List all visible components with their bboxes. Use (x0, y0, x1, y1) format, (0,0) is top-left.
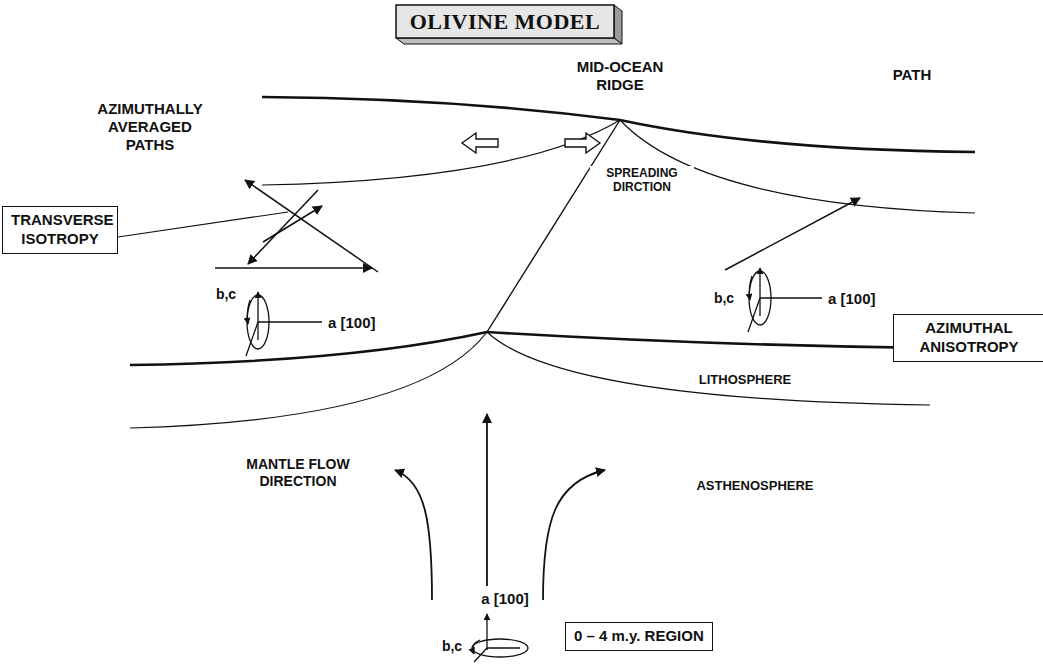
rotation-arrow (749, 276, 752, 300)
mantle-flow-arrows (395, 414, 605, 600)
axis-line (759, 268, 760, 316)
axis-label: a [100] (326, 314, 378, 332)
lithosphere-base-line (262, 120, 620, 185)
ray-path-arrow (215, 267, 372, 269)
ray-path-arrow (725, 198, 860, 270)
axis-label: b,c (712, 290, 736, 307)
ray-path-arrow (245, 180, 378, 272)
ray-paths (118, 180, 378, 272)
axis-label: a [100] (479, 590, 531, 608)
region-box: 0 – 4 m.y. REGION (565, 622, 713, 651)
title-text: OLIVINE MODEL (396, 5, 614, 38)
ridge-axis-line (487, 120, 620, 332)
title-box (396, 5, 622, 44)
a-axis-line (258, 321, 322, 322)
spreading-arrow (565, 133, 600, 153)
rotation-arrow (247, 300, 250, 324)
title-box-side (614, 5, 622, 44)
flow-arrow (543, 470, 605, 600)
title-box-face (396, 5, 614, 38)
paths-label: AZIMUTHALLY AVERAGED PATHS (86, 100, 215, 154)
spreading-arrow (462, 133, 498, 153)
olivine-axes-symbol (472, 614, 528, 662)
plate-surfaces (130, 97, 975, 428)
flow-label: MANTLE FLOW DIRECTION (226, 456, 370, 490)
cross-section-top-line (130, 332, 487, 365)
axis-label: b,c (440, 638, 464, 655)
cross-section-top-line (487, 332, 930, 348)
olivine-axes-symbol (748, 268, 822, 332)
box-text: TRANSVERSE ISOTROPY (11, 211, 109, 249)
region-box: TRANSVERSE ISOTROPY (2, 206, 118, 254)
olivine-axes-symbol (246, 292, 322, 356)
ray-path-arrow (248, 190, 318, 264)
layer-label: ASTHENOSPHERE (694, 478, 815, 494)
box-text: 0 – 4 m.y. REGION (574, 627, 704, 646)
axis-line (748, 298, 760, 332)
box-text: AZIMUTHAL ANISOTROPY (902, 319, 1036, 357)
axis-label: a [100] (826, 290, 878, 308)
ridge-label: MID-OCEAN RIDGE (558, 58, 682, 94)
ray-path-arrow (263, 206, 322, 242)
axis-line (487, 647, 520, 648)
region-box: AZIMUTHAL ANISOTROPY (893, 314, 1043, 362)
axis-line (246, 322, 258, 356)
rotation-arrow (473, 640, 480, 654)
leader-line (118, 212, 288, 237)
axis-label: b,c (214, 286, 238, 303)
lithosphere-base-line (130, 332, 487, 428)
title-box-bottom (396, 38, 622, 44)
flow-arrow (486, 414, 488, 586)
flow-arrow (395, 470, 432, 600)
lithosphere-base-line (487, 332, 930, 405)
seafloor-line (620, 120, 975, 152)
axis-line (257, 292, 258, 340)
a-axis-line (760, 297, 822, 298)
axis-line (474, 648, 487, 662)
seafloor-line (262, 97, 620, 120)
spreading-label: SPREADING DIRCTION (590, 166, 694, 195)
layer-label: LITHOSPHERE (697, 372, 793, 388)
path-label: PATH (891, 66, 934, 84)
a-axis-line (486, 614, 487, 650)
